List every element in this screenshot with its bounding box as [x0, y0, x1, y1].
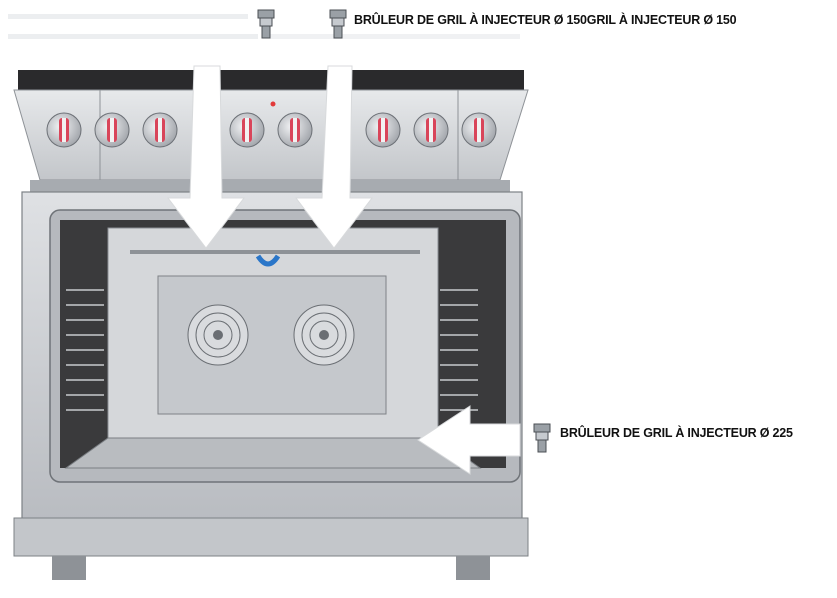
indicator-light: [270, 101, 276, 107]
oven-foot: [52, 556, 86, 580]
blue-fitting: [255, 254, 281, 267]
arrow-down-right: [294, 65, 374, 249]
oven-foot: [456, 556, 490, 580]
knob[interactable]: [94, 112, 130, 148]
knob[interactable]: [365, 112, 401, 148]
fan-right: [293, 304, 355, 366]
knob[interactable]: [413, 112, 449, 148]
knob[interactable]: [229, 112, 265, 148]
fan-left: [187, 304, 249, 366]
faint-text-line: [8, 34, 258, 39]
knob-row: [46, 112, 497, 148]
injector-icon: [533, 423, 551, 453]
rack-left: [66, 289, 104, 411]
grill-burner-injector-225-label: BRÛLEUR DE GRIL À INJECTEUR Ø 225: [560, 426, 793, 440]
knob[interactable]: [461, 112, 497, 148]
rack-right: [440, 289, 478, 411]
control-panel: [13, 89, 529, 192]
faint-text-line: [8, 14, 248, 19]
arrow-down-left: [166, 65, 246, 249]
faint-text-line: [270, 34, 520, 39]
oven-body: [13, 191, 529, 580]
knob[interactable]: [46, 112, 82, 148]
knob[interactable]: [277, 112, 313, 148]
grill-burner-injector-150-label: BRÛLEUR DE GRIL À INJECTEUR Ø 150GRIL À …: [354, 13, 737, 27]
top-grill-burner: [130, 250, 420, 254]
injector-icon: [257, 9, 275, 39]
arrow-left: [417, 405, 521, 475]
cooktop-top-panel: [18, 70, 524, 90]
injector-icon: [329, 9, 347, 39]
knob[interactable]: [142, 112, 178, 148]
